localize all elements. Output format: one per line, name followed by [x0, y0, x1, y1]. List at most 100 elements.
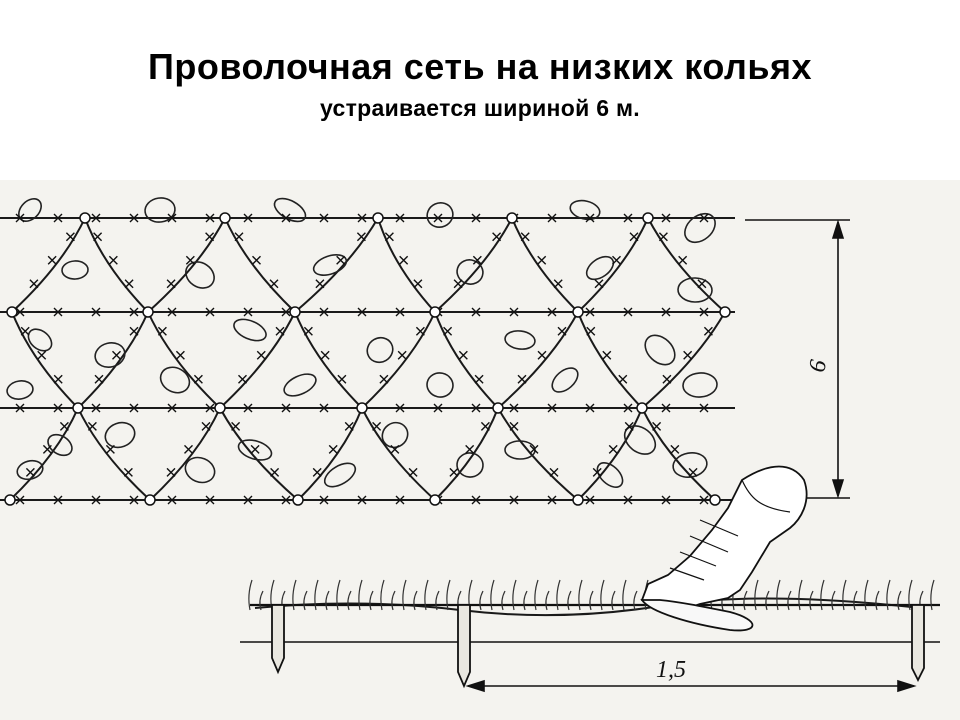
wire-net-illustration: 6 1,5 — [0, 180, 960, 720]
barb — [585, 213, 595, 223]
spacing-label: 1,5 — [656, 657, 686, 683]
grass-blade — [259, 590, 264, 611]
stake-top-node — [572, 494, 584, 506]
barbed-loop — [426, 372, 454, 398]
diagonal-wire — [219, 311, 296, 409]
slide-subtitle: устраивается шириной 6 м. — [320, 95, 640, 121]
barb — [256, 350, 266, 360]
barb — [129, 495, 139, 505]
diagonal-wire — [511, 217, 579, 313]
grass-blade — [435, 590, 440, 611]
barbed-loop — [456, 452, 484, 478]
barb — [618, 374, 628, 384]
grass-blade — [248, 579, 253, 611]
grass-blade — [534, 579, 539, 611]
barb — [15, 495, 25, 505]
grass-blade — [446, 579, 451, 611]
barb — [53, 213, 63, 223]
barb — [184, 444, 193, 454]
diagonal-wire — [497, 311, 579, 409]
barb — [547, 403, 557, 413]
barb — [547, 213, 557, 223]
barb — [93, 232, 103, 242]
barb — [337, 374, 347, 384]
barb — [608, 444, 618, 454]
barb — [520, 232, 530, 242]
grass-blade — [369, 590, 374, 611]
diagonal-wire — [219, 407, 299, 501]
barb — [474, 374, 484, 384]
barb — [319, 307, 329, 317]
grass-blade — [842, 579, 847, 611]
barb — [699, 403, 709, 413]
barb — [238, 374, 247, 384]
barb — [624, 421, 634, 431]
barbed-loop — [426, 202, 454, 228]
diagonal-wire — [377, 217, 436, 313]
barb — [167, 403, 177, 413]
barb — [553, 279, 563, 289]
barb — [91, 403, 101, 413]
diagonal-wire — [641, 407, 716, 501]
barb — [29, 279, 39, 289]
barb — [492, 232, 502, 242]
barb — [703, 326, 713, 336]
barb — [91, 307, 101, 317]
grass-blade — [545, 590, 550, 611]
barb — [167, 495, 177, 505]
barb — [166, 279, 176, 289]
grass-blade — [809, 590, 814, 611]
barb — [623, 307, 633, 317]
grass-blade — [325, 590, 330, 611]
barb — [395, 495, 405, 505]
barb — [336, 255, 346, 265]
barb — [87, 421, 97, 431]
barb — [585, 495, 595, 505]
stake-middle — [457, 604, 471, 689]
barb — [157, 326, 167, 336]
diagonal-wire — [294, 217, 379, 313]
barbed-loop — [237, 439, 273, 461]
diagonal-wire — [224, 217, 296, 313]
grass-blade — [600, 579, 605, 611]
barbed-loop — [27, 328, 53, 352]
diagonal-wire — [77, 311, 149, 409]
grass-blade — [358, 579, 363, 611]
stake-top-node — [636, 402, 648, 414]
stake-top-node — [356, 402, 368, 414]
barbed-loop — [644, 334, 676, 366]
grass-blade — [490, 579, 495, 611]
diagonal-wire — [577, 311, 643, 409]
barb — [53, 403, 63, 413]
barb — [390, 444, 400, 454]
barb — [623, 403, 633, 413]
diagonal-wire — [641, 311, 726, 409]
barb — [344, 421, 354, 431]
grass-blade — [589, 590, 594, 611]
barb — [243, 495, 253, 505]
stake-top-node — [214, 402, 226, 414]
barb — [105, 444, 115, 454]
barb — [129, 403, 139, 413]
barb — [629, 232, 639, 242]
barb — [471, 495, 481, 505]
diagonal-wire — [577, 217, 649, 313]
grass-blade — [523, 590, 528, 611]
grass-blade — [391, 590, 396, 611]
barb — [372, 421, 382, 431]
barbed-loop — [185, 261, 215, 289]
barb — [415, 326, 425, 336]
barb — [328, 444, 338, 454]
barb — [471, 403, 481, 413]
barb — [185, 255, 195, 265]
barb — [585, 403, 595, 413]
barb — [53, 307, 63, 317]
barb — [623, 495, 633, 505]
barb — [167, 307, 177, 317]
barb — [662, 374, 672, 384]
barb — [319, 495, 329, 505]
slide-title: Проволочная сеть на низких кольях — [148, 46, 812, 87]
barb — [281, 495, 291, 505]
barbed-loop — [18, 198, 42, 222]
barbed-loop — [184, 456, 216, 484]
